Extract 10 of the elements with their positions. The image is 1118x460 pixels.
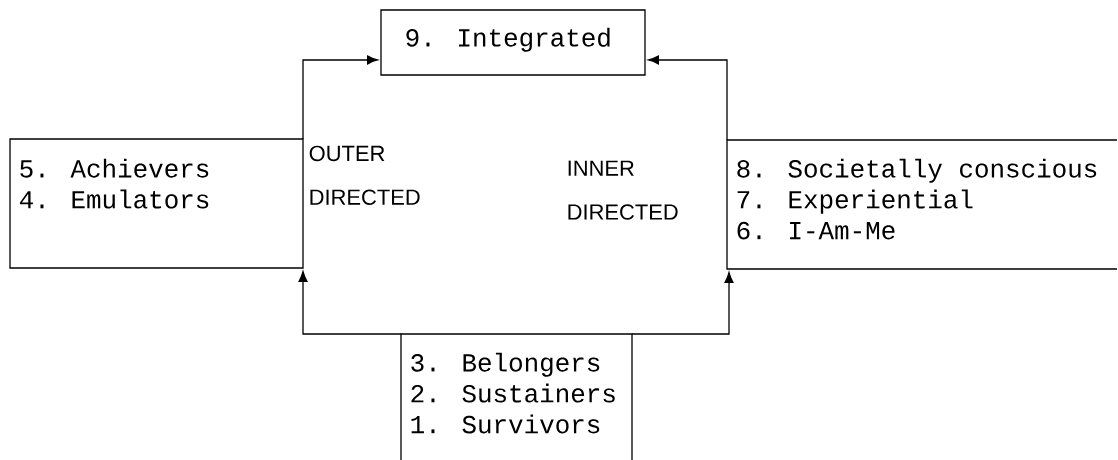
arrow xyxy=(631,271,734,335)
category-box: 5. Achievers 4. Emulators xyxy=(9,138,304,269)
category-box: 8. Societally conscious 7. Experiential 6. I-Am-Me xyxy=(726,139,1118,270)
category-box: 3. Belongers 2. Sustainers 1. Survivors xyxy=(400,333,633,460)
arrow xyxy=(302,55,379,140)
arrow xyxy=(647,55,728,141)
category-box: 9. Integrated xyxy=(380,9,646,76)
handwritten-label: OUTER DIRECTED xyxy=(309,145,420,205)
arrow xyxy=(298,270,402,335)
handwritten-label: INNER DIRECTED xyxy=(568,160,678,220)
